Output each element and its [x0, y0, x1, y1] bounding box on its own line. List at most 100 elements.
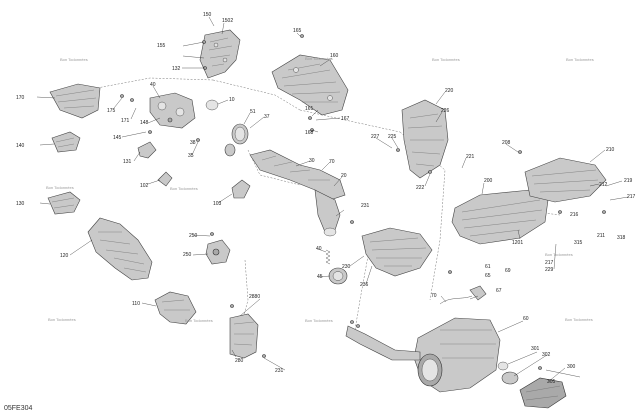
callout-label: 37: [264, 114, 270, 120]
part-60-muffler: [413, 317, 501, 393]
part-110-bracket: [154, 291, 197, 325]
callout-label: 1502: [222, 18, 233, 24]
callout-label: 318: [617, 235, 626, 241]
callout-label: 131: [123, 159, 132, 165]
callout-label: 161: [305, 106, 314, 112]
part-300-end-cap: [519, 377, 567, 409]
callout-label: 69: [505, 268, 511, 274]
callout-label: 301: [531, 346, 540, 352]
part-103-sensor: [231, 179, 251, 199]
callout-label: 103: [213, 201, 222, 207]
part-220-heat-shield: [401, 99, 449, 179]
callout-label: 132: [172, 66, 181, 72]
watermark: Bon Todonnées: [305, 56, 333, 61]
part-230-heat-shield: [361, 227, 433, 277]
part-70-sensor-wire: [439, 295, 473, 305]
callout-label: 40: [316, 246, 322, 252]
part-callouts: 150 1502 155 132 165 160 170 175 171 148…: [16, 12, 636, 385]
diagram-code: 05FE304: [4, 405, 33, 412]
part-160-heat-shield: [271, 54, 349, 116]
watermarks: Bon Todonnées Bon Todonnées Bon Todonnée…: [46, 56, 594, 323]
callout-label: 65: [485, 273, 491, 279]
part-35-rings: [224, 123, 249, 157]
callout-label: 102: [140, 183, 149, 189]
callout-label: 208: [502, 140, 511, 146]
callout-label: 230: [342, 264, 351, 270]
watermark: Bon Todonnées: [432, 57, 460, 62]
part-30-exhaust-pipe: [249, 149, 346, 237]
part-120-heat-shield: [87, 217, 153, 281]
callout-label: 120: [60, 253, 69, 259]
callout-label: 175: [107, 108, 116, 114]
callout-label: 145: [113, 135, 122, 141]
callout-label: 38: [190, 140, 196, 146]
part-102-clip: [157, 171, 173, 187]
part-150-bracket: [199, 29, 241, 79]
leader-lines: [36, 16, 629, 383]
watermark: Bon Todonnées: [545, 252, 573, 257]
callout-label: 227: [371, 134, 380, 140]
callout-label: 229: [545, 267, 554, 273]
callout-label: 60: [523, 316, 529, 322]
callout-label: 170: [16, 95, 25, 101]
callout-label: 150: [203, 12, 212, 18]
callout-label: 216: [570, 212, 579, 218]
part-130-heat-shield: [47, 191, 81, 215]
part-302-gasket: [501, 371, 519, 385]
callout-label: 61: [485, 264, 491, 270]
callout-label: 222: [416, 185, 425, 191]
callout-label: 236: [360, 282, 369, 288]
callout-label: 250: [183, 252, 192, 258]
part-200-heat-shield: [451, 189, 549, 245]
callout-label: 280: [235, 358, 244, 364]
watermark: Bon Todonnées: [170, 186, 198, 191]
callout-label: 171: [121, 118, 130, 124]
callout-label: 302: [542, 352, 551, 358]
callout-label: 30: [309, 158, 315, 164]
callout-label: 305: [547, 379, 556, 385]
callout-label: 140: [16, 143, 25, 149]
watermark: Bon Todonnées: [565, 317, 593, 322]
callout-label: 10: [229, 97, 235, 103]
callout-label: 20: [341, 173, 347, 179]
callout-label: 219: [624, 178, 633, 184]
callout-label: 40: [150, 82, 156, 88]
watermark: Bon Todonnées: [566, 57, 594, 62]
callout-label: 231: [275, 368, 284, 374]
watermark: Bon Todonnées: [185, 318, 213, 323]
part-tail-pipe: [345, 325, 421, 361]
callout-label: 300: [567, 364, 576, 370]
callout-label: 211: [597, 233, 605, 239]
callout-label: 35: [188, 153, 194, 159]
callout-label: 45: [317, 274, 323, 280]
part-10-gasket: [205, 99, 219, 111]
watermark: Bon Todonnées: [60, 57, 88, 62]
callout-label: 168: [305, 130, 314, 136]
callout-label: 231: [361, 203, 370, 209]
callout-label: 226: [441, 108, 450, 114]
callout-label: 160: [330, 53, 339, 59]
callout-label: 165: [293, 28, 302, 34]
part-65-sensor: [469, 285, 487, 301]
watermark: Bon Todonnées: [46, 185, 74, 190]
callout-label: 212: [599, 182, 608, 188]
callout-label: 217: [627, 194, 636, 200]
part-170-heat-shield: [49, 83, 101, 119]
callout-label: 2880: [249, 294, 260, 300]
callout-label: 210: [606, 147, 615, 153]
part-40-spring: [325, 249, 331, 265]
callout-label: 200: [484, 178, 493, 184]
part-250-mount: [205, 239, 231, 265]
callout-label: 217: [545, 260, 554, 266]
part-210-heat-shield: [524, 157, 607, 203]
callout-label: 167: [341, 116, 350, 122]
callout-label: 1201: [512, 240, 523, 246]
callout-label: 70: [431, 293, 437, 299]
part-40-exhaust-manifold: [149, 92, 196, 129]
part-301-ring: [497, 361, 509, 371]
callout-label: 148: [140, 120, 149, 126]
callout-label: 110: [132, 301, 140, 307]
callout-label: 130: [16, 201, 25, 207]
callout-label: 51: [250, 109, 256, 115]
